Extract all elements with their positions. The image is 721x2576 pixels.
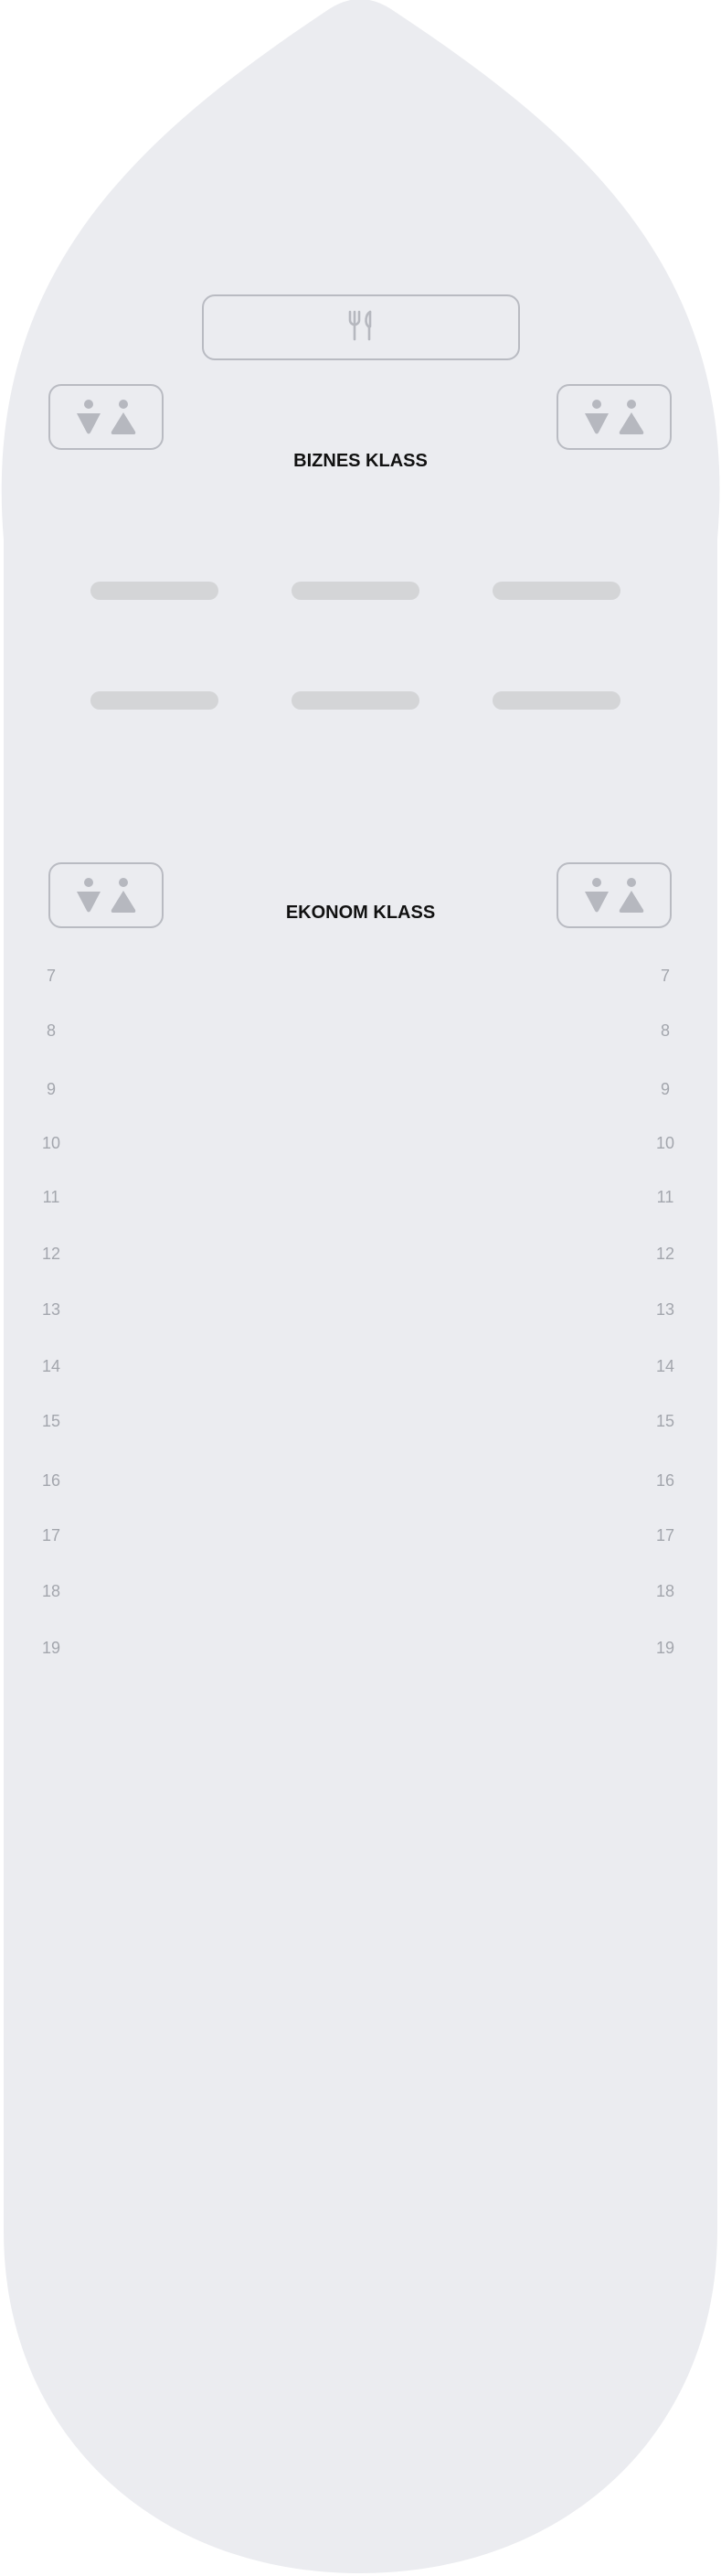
row-number-right: 19 [655, 1639, 675, 1657]
row-number-right: 16 [655, 1471, 675, 1490]
restroom-icon [580, 399, 648, 435]
business-seat-placeholder [493, 691, 620, 710]
row-number-right: 7 [660, 967, 670, 985]
row-number-left: 13 [41, 1300, 61, 1319]
row-number-left: 11 [42, 1188, 60, 1206]
row-number-right: 14 [655, 1357, 675, 1375]
row-number-left: 10 [41, 1134, 61, 1152]
lavatory-mid-left [48, 862, 164, 928]
row-number-left: 12 [41, 1245, 61, 1263]
lavatory-front-right [557, 384, 672, 450]
lavatory-front-left [48, 384, 164, 450]
row-number-right: 13 [655, 1300, 675, 1319]
business-seat-placeholder [90, 582, 218, 600]
business-seat-placeholder [292, 691, 419, 710]
row-number-right: 9 [660, 1080, 670, 1098]
business-class-title: BIZNES KLASS [293, 451, 428, 471]
row-number-left: 14 [41, 1357, 61, 1375]
row-number-left: 8 [46, 1021, 56, 1040]
restroom-icon [72, 399, 140, 435]
row-number-left: 7 [46, 967, 56, 985]
row-number-right: 12 [655, 1245, 675, 1263]
restroom-icon [72, 877, 140, 914]
row-number-right: 18 [655, 1582, 675, 1600]
economy-class-title: EKONOM KLASS [285, 903, 436, 923]
row-number-right: 15 [655, 1412, 675, 1430]
row-number-left: 17 [41, 1526, 61, 1545]
business-seat-placeholder [292, 582, 419, 600]
business-seat-placeholder [90, 691, 218, 710]
row-number-right: 10 [655, 1134, 675, 1152]
row-number-left: 18 [41, 1582, 61, 1600]
row-number-left: 9 [46, 1080, 56, 1098]
lavatory-mid-right [557, 862, 672, 928]
restroom-icon [580, 877, 648, 914]
row-number-left: 16 [41, 1471, 61, 1490]
row-number-right: 17 [655, 1526, 675, 1545]
row-number-left: 19 [41, 1639, 61, 1657]
row-number-right: 11 [656, 1188, 674, 1206]
business-seat-placeholder [493, 582, 620, 600]
row-number-right: 8 [660, 1021, 670, 1040]
galley [202, 294, 520, 360]
cutlery-icon [346, 309, 376, 347]
row-number-left: 15 [41, 1412, 61, 1430]
